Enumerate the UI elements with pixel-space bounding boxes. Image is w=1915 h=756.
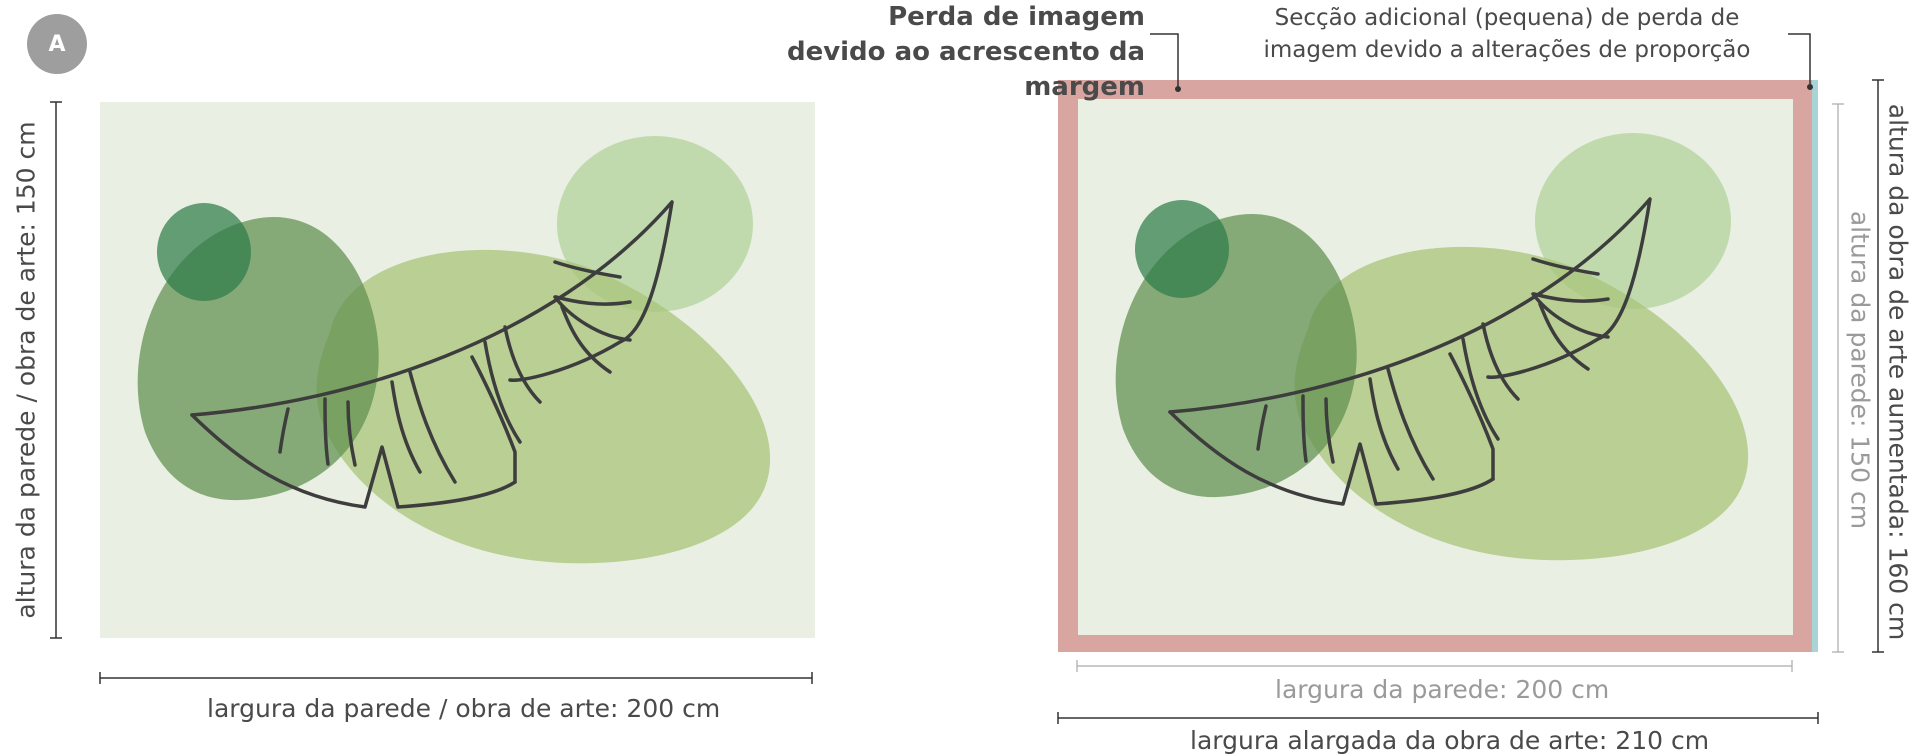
- blob-light: [1294, 246, 1749, 561]
- leaf-drawing: [190, 200, 674, 509]
- margin-callout-leader: [1150, 33, 1181, 92]
- extended-width-label: largura alargada da obra de arte: 210 cm: [1190, 726, 1710, 755]
- blob-green: [157, 203, 251, 301]
- wall-height-line: [1832, 103, 1844, 653]
- right-artwork: [1078, 99, 1793, 635]
- left-height-label: altura da parede / obra de arte: 150 cm: [11, 121, 41, 619]
- extended-height-label: altura da obra de arte aumentada: 160 cm: [1883, 103, 1913, 641]
- ratio-callout-line-2: imagem devido a alterações de proporção: [1263, 37, 1751, 63]
- wall-width-line: [1076, 660, 1793, 672]
- left-width-label: largura da parede / obra de arte: 200 cm: [207, 694, 721, 723]
- ratio-callout-leader: [1788, 33, 1813, 90]
- margin-callout-line-3: margem: [1024, 72, 1145, 102]
- margin-loss-callout: Perda de imagem devido ao acrescento da …: [685, 0, 1145, 105]
- margin-callout-line-2: devido ao acrescento da: [786, 37, 1145, 67]
- extended-height-line: [1872, 79, 1884, 653]
- margin-callout-line-1: Perda de imagem: [888, 2, 1145, 32]
- ratio-callout-line-1: Secção adicional (pequena) de perda de: [1274, 5, 1740, 31]
- leaf-drawing: [1168, 197, 1652, 506]
- left-height-line: [50, 101, 62, 639]
- extended-width-line: [1057, 712, 1819, 724]
- blob-green: [1135, 200, 1229, 298]
- blob-pale: [1535, 133, 1731, 309]
- wall-width-label: largura da parede: 200 cm: [1275, 675, 1610, 704]
- blob-light: [316, 249, 771, 564]
- left-width-line: [99, 672, 813, 684]
- ratio-loss-callout: Secção adicional (pequena) de perda de i…: [1227, 2, 1787, 66]
- panel-badge: A: [27, 14, 87, 74]
- left-artwork: [100, 102, 815, 638]
- wall-height-label: altura da parede: 150 cm: [1845, 210, 1875, 530]
- blob-pale: [557, 136, 753, 312]
